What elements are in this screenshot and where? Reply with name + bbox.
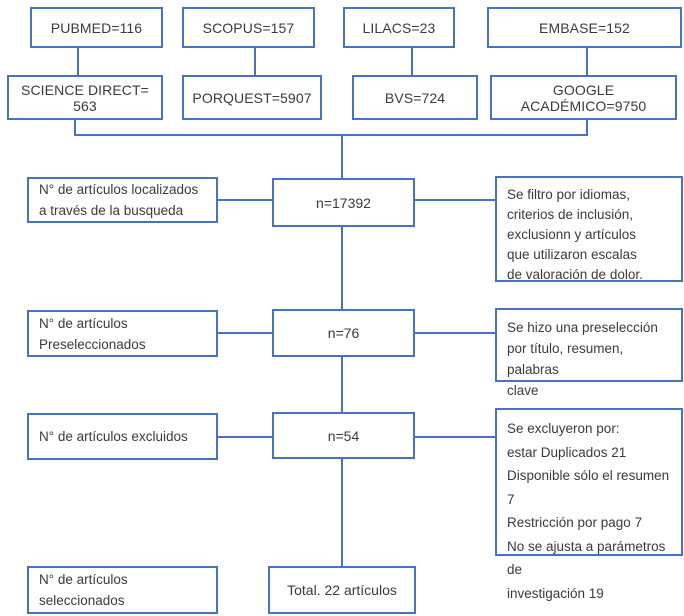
stage1-note-text: Se filtro por idiomas, criterios de incl… (507, 187, 643, 282)
source-label-science-direct: SCIENCE DIRECT= 563 (21, 81, 149, 114)
stage2-count-box: n=76 (272, 309, 415, 357)
source-box-science-direct: SCIENCE DIRECT= 563 (7, 75, 163, 120)
stage3-count-label: n=54 (327, 427, 360, 444)
source-label-google-academico: GOOGLE ACADÉMICO=9750 (520, 81, 647, 114)
collector-stub-right (586, 120, 588, 136)
spine-segment-4 (341, 459, 343, 567)
stage3-left-connector (218, 436, 272, 438)
source-label-porquest: PORQUEST=5907 (192, 89, 312, 106)
stage2-left-connector (218, 332, 272, 334)
stage1-count-box: n=17392 (272, 178, 415, 227)
stage2-left-box: N° de artículos Preseleccionados (27, 310, 218, 357)
stage3-note-box: Se excluyeron por: estar Duplicados 21 D… (495, 408, 683, 601)
stage1-note-box: Se filtro por idiomas, criterios de incl… (495, 176, 683, 282)
stage3-left-box: N° de artículos excluidos (27, 413, 218, 460)
source-box-pubmed: PUBMED=116 (30, 7, 163, 48)
source-box-porquest: PORQUEST=5907 (182, 75, 322, 120)
stage2-note-box: Se hizo una preselección por título, res… (495, 308, 683, 398)
collector-horizontal-line (74, 134, 588, 136)
source-box-scopus: SCOPUS=157 (182, 7, 315, 48)
connector-pubmed-sciencedirect (77, 48, 79, 75)
stage3-note-text: Se excluyeron por: estar Duplicados 21 D… (507, 421, 670, 601)
source-label-bvs: BVS=724 (384, 89, 446, 106)
stage2-right-connector (415, 332, 495, 334)
source-label-pubmed: PUBMED=116 (50, 19, 143, 36)
stage3-count-box: n=54 (272, 412, 415, 459)
final-total-label: Total. 22 artículos (287, 582, 397, 598)
stage2-count-label: n=76 (327, 325, 360, 341)
source-label-lilacs: LILACS=23 (362, 19, 436, 36)
source-label-scopus: SCOPUS=157 (202, 19, 295, 36)
stage2-left-label: N° de artículos Preseleccionados (39, 315, 146, 352)
source-label-embase: EMBASE=152 (539, 19, 630, 36)
final-total-box: Total. 22 artículos (268, 566, 416, 614)
connector-scopus-porquest (254, 48, 256, 75)
stage1-left-box: N° de artículos localizados a través de … (27, 177, 218, 223)
source-box-embase: EMBASE=152 (487, 7, 682, 48)
stage3-right-connector (415, 436, 495, 438)
spine-segment-1 (341, 134, 343, 179)
connector-embase-google (586, 48, 588, 75)
stage1-right-connector (415, 199, 495, 201)
stage3-left-label: N° de artículos excluidos (39, 429, 188, 444)
stage1-left-connector (218, 199, 272, 201)
spine-segment-3 (341, 357, 343, 413)
final-left-label: N° de artículos seleccionados (39, 572, 128, 608)
source-box-lilacs: LILACS=23 (343, 7, 455, 48)
source-box-bvs: BVS=724 (352, 75, 478, 120)
connector-lilacs-bvs (411, 48, 413, 75)
spine-segment-2 (341, 227, 343, 310)
stage1-left-label: N° de artículos localizados a través de … (39, 182, 199, 218)
stage2-note-text: Se hizo una preselección por título, res… (507, 320, 658, 398)
source-box-google-academico: GOOGLE ACADÉMICO=9750 (490, 75, 677, 120)
stage1-count-label: n=17392 (316, 194, 371, 211)
collector-stub-left (74, 120, 76, 136)
final-left-box: N° de artículos seleccionados (27, 566, 218, 614)
